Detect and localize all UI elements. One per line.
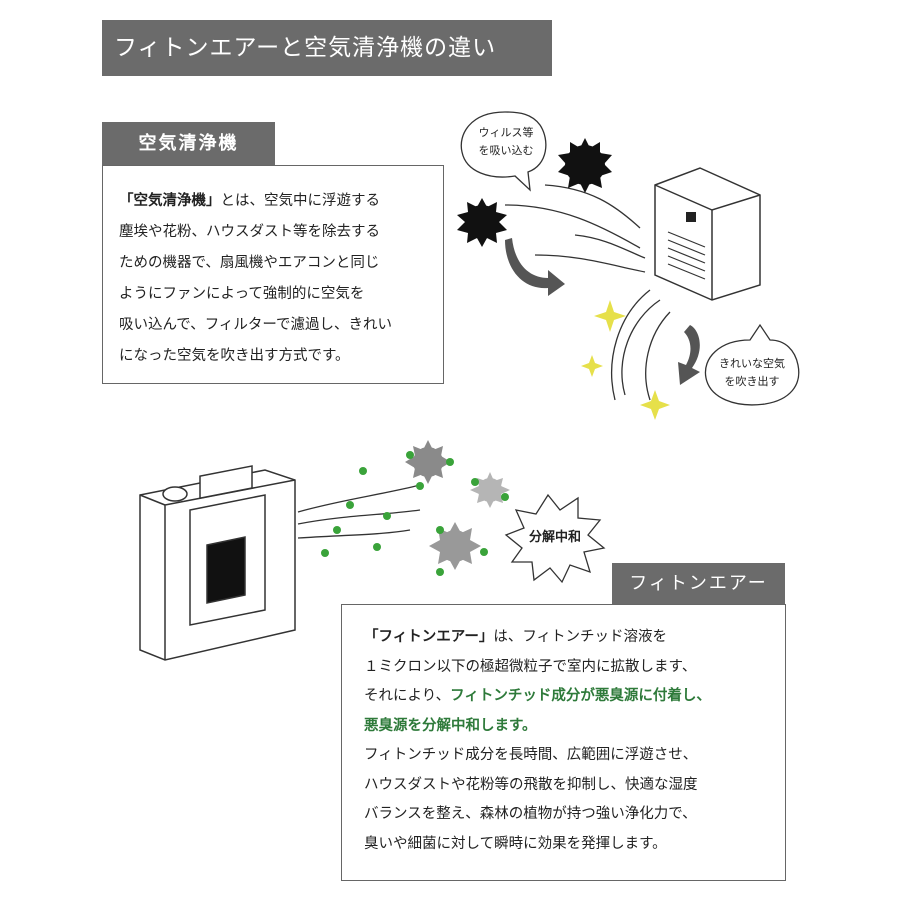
highlight-text: フィトンチッド成分が悪臭源に付着し、 — [450, 688, 711, 704]
phyton-air-device-icon — [139, 465, 296, 661]
desc-text: それにより、 — [364, 688, 451, 704]
bold-term: 「フィトンエアー」 — [364, 629, 494, 645]
desc-line: になった空気を吹き出す方式です。 — [119, 348, 350, 364]
air-purifier-description: 「空気清浄機」とは、空気中に浮遊する 塵埃や花粉、ハウスダスト等を除去する ため… — [102, 165, 444, 384]
desc-line: ための機器で、扇風機やエアコンと同じ — [119, 255, 380, 271]
arrow-icon — [678, 325, 700, 385]
desc-line: ようにファンによって強制的に空気を — [119, 286, 365, 302]
desc-text: とは、空気中に浮遊する — [220, 193, 381, 209]
air-purifier-label: 空気清浄機 — [102, 122, 275, 165]
airflow-lines — [504, 184, 671, 401]
desc-line: １ミクロン以下の極超微粒子で室内に拡散します、 — [364, 658, 697, 675]
desc-line: ハウスダストや花粉等の飛散を抑制し、快適な湿度 — [364, 776, 698, 793]
speech-bubble-out — [704, 323, 800, 406]
speech-bubble-in — [460, 111, 547, 192]
desc-line: 吸い込んで、フィルターで濾過し、きれい — [119, 317, 393, 333]
desc-line: フィトンチッド成分を長時間、広範囲に浮遊させ、 — [364, 747, 698, 763]
page-title: フィトンエアーと空気清浄機の違い — [102, 20, 552, 76]
bubble-line: を吸い込む — [478, 144, 534, 157]
burst-shape — [504, 493, 606, 584]
burst-text: 分解中和 — [528, 530, 581, 545]
desc-line: 臭いや細菌に対して瞬時に効果を発揮します。 — [364, 835, 667, 852]
highlight-line: 悪臭源を分解中和します。 — [364, 717, 537, 734]
desc-line: 塵埃や花粉、ハウスダスト等を除去する — [119, 224, 380, 240]
air-purifier-device-icon — [654, 167, 761, 301]
bubble-in-text: ウィルス等 を吸い込む — [466, 124, 546, 160]
odor-source-icon — [470, 472, 510, 508]
bold-term: 「空気清浄機」 — [119, 193, 221, 209]
desc-line: 「空気清浄機」とは、空気中に浮遊する — [119, 186, 443, 217]
odor-source-icon — [405, 440, 451, 484]
bubble-line: を吹き出す — [724, 375, 780, 388]
odor-source-icon — [429, 522, 481, 570]
sparkle-icon — [581, 300, 670, 420]
desc-line: それにより、フィトンチッド成分が悪臭源に付着し、 — [364, 682, 785, 712]
bubble-out-text: きれいな空気 を吹き出す — [708, 355, 796, 391]
bubble-line: きれいな空気 — [719, 357, 785, 370]
arrow-icon — [505, 238, 565, 296]
desc-text: は、フィトンチッド溶液を — [493, 629, 668, 645]
phyton-air-description: 「フィトンエアー」は、フィトンチッド溶液を １ミクロン以下の極超微粒子で室内に拡… — [341, 604, 786, 881]
virus-icon — [558, 138, 612, 193]
mist-lines — [297, 484, 421, 539]
phytoncide-particles — [321, 451, 509, 576]
bubble-line: ウィルス等 — [478, 126, 534, 139]
desc-line: 「フィトンエアー」は、フィトンチッド溶液を — [364, 623, 785, 653]
virus-icon — [457, 198, 507, 247]
phyton-air-label: フィトンエアー — [612, 563, 785, 605]
desc-line: バランスを整え、森林の植物が持つ強い浄化力で、 — [364, 806, 697, 822]
